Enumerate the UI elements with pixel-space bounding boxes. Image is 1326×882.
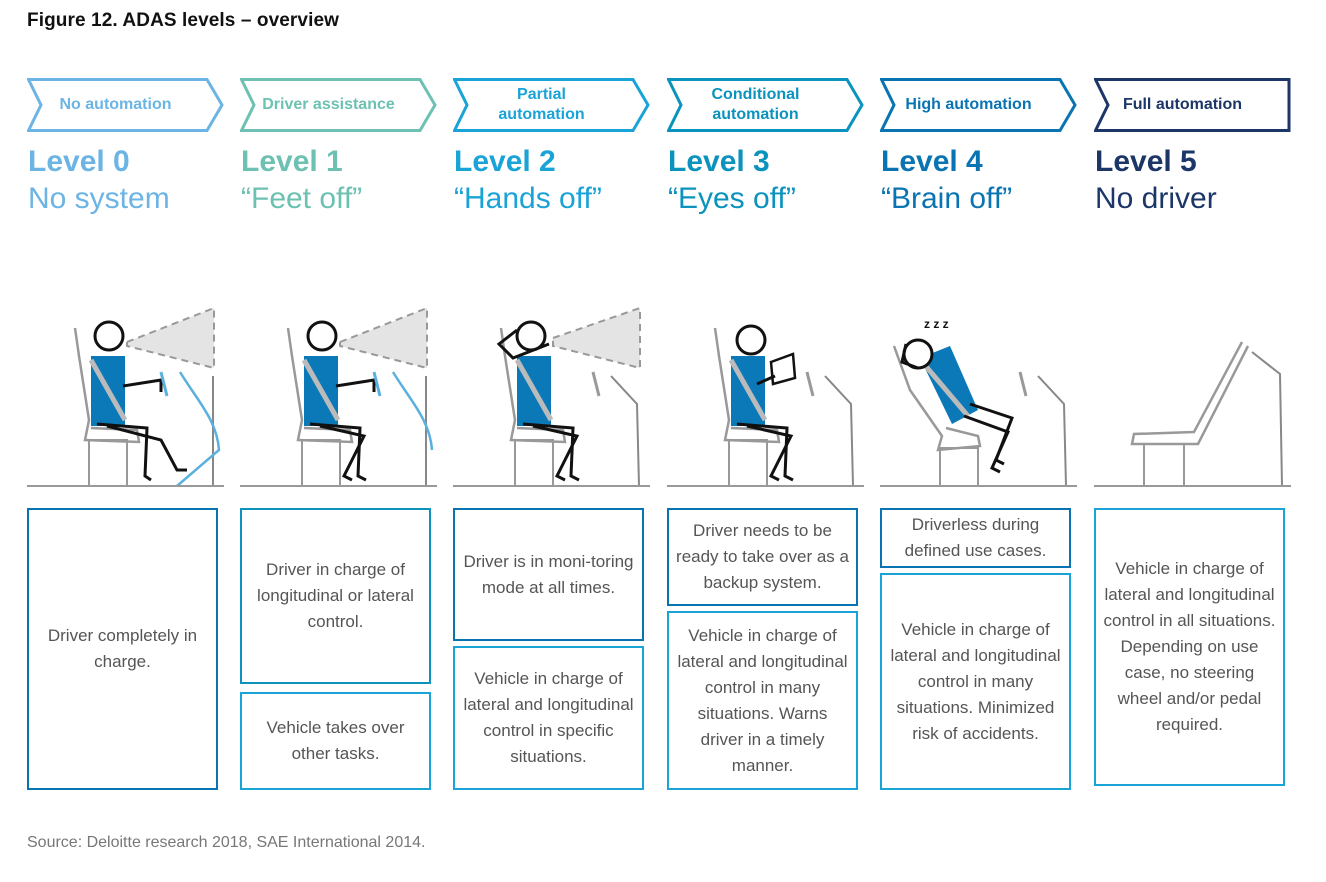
level-2-automation-label: Partial automation xyxy=(498,86,585,123)
level-1-number: Level 1 xyxy=(241,145,343,178)
level-4-column: High automation Level 4 “Brain off” z z … xyxy=(880,78,1077,794)
level-3-subtitle: “Eyes off” xyxy=(668,182,796,215)
level-4-driver-illustration: z z z xyxy=(880,317,1077,487)
level-2-column: Partial automation Level 2 “Hands off” D… xyxy=(453,78,650,794)
level-4-vehicle-role-box: Vehicle in charge of lateral and longitu… xyxy=(880,573,1071,790)
level-5-column: Full automation Level 5 No driver Vehicl… xyxy=(1094,78,1291,794)
level-1-driver-role-box: Driver in charge of longitudinal or late… xyxy=(240,508,431,684)
level-4-automation-label: High automation xyxy=(905,96,1032,113)
level-0-subtitle: No system xyxy=(28,182,170,215)
level-2-vehicle-role-box: Vehicle in charge of lateral and longitu… xyxy=(453,646,644,790)
level-1-column: Driver assistance Level 1 “Feet off” Dri… xyxy=(240,78,437,794)
level-1-automation-label: Driver assistance xyxy=(262,96,395,113)
level-4-number: Level 4 xyxy=(881,145,983,178)
level-5-automation-label: Full automation xyxy=(1122,96,1243,113)
level-0-driver-illustration xyxy=(27,306,224,487)
level-0-column: No automation Level 0 No system Driver c… xyxy=(27,78,224,794)
level-3-column: Conditional automation Level 3 “Eyes off… xyxy=(667,78,864,794)
source-note: Source: Deloitte research 2018, SAE Inte… xyxy=(27,834,426,851)
level-3-driver-illustration xyxy=(667,324,864,487)
level-1-chevron: Driver assistance xyxy=(240,78,437,132)
level-1-subtitle: “Feet off” xyxy=(241,182,363,215)
level-5-chevron: Full automation xyxy=(1094,78,1291,132)
level-1-vehicle-role-box: Vehicle takes over other tasks. xyxy=(240,692,431,790)
level-5-subtitle: No driver xyxy=(1095,182,1217,215)
level-0-number: Level 0 xyxy=(28,145,130,178)
level-0-chevron: No automation xyxy=(27,78,224,132)
level-1-driver-illustration xyxy=(240,306,437,487)
level-3-vehicle-role-box: Vehicle in charge of lateral and longitu… xyxy=(667,611,858,790)
level-4-chevron: High automation xyxy=(880,78,1077,132)
level-2-chevron: Partial automation xyxy=(453,78,650,132)
level-0-driver-role-box: Driver completely in charge. xyxy=(27,508,218,790)
level-2-driver-illustration xyxy=(453,306,650,487)
level-5-empty-seat-illustration xyxy=(1094,341,1291,487)
level-0-automation-label: No automation xyxy=(59,96,172,113)
level-3-automation-label: Conditional automation xyxy=(711,86,800,123)
level-2-number: Level 2 xyxy=(454,145,556,178)
figure-title: Figure 12. ADAS levels – overview xyxy=(27,10,340,31)
level-5-number: Level 5 xyxy=(1095,145,1197,178)
level-3-chevron: Conditional automation xyxy=(667,78,864,132)
level-2-subtitle: “Hands off” xyxy=(454,182,602,215)
level-5-vehicle-role-box: Vehicle in charge of lateral and longitu… xyxy=(1094,508,1285,786)
level-4-driver-role-box: Driverless during defined use cases. xyxy=(880,508,1071,568)
level-3-number: Level 3 xyxy=(668,145,770,178)
level-2-driver-role-box: Driver is in moni-toring mode at all tim… xyxy=(453,508,644,641)
level-4-subtitle: “Brain off” xyxy=(881,182,1013,215)
level-3-driver-role-box: Driver needs to be ready to take over as… xyxy=(667,508,858,606)
level-4-sleep-zzz-icon: z z z xyxy=(924,317,949,331)
